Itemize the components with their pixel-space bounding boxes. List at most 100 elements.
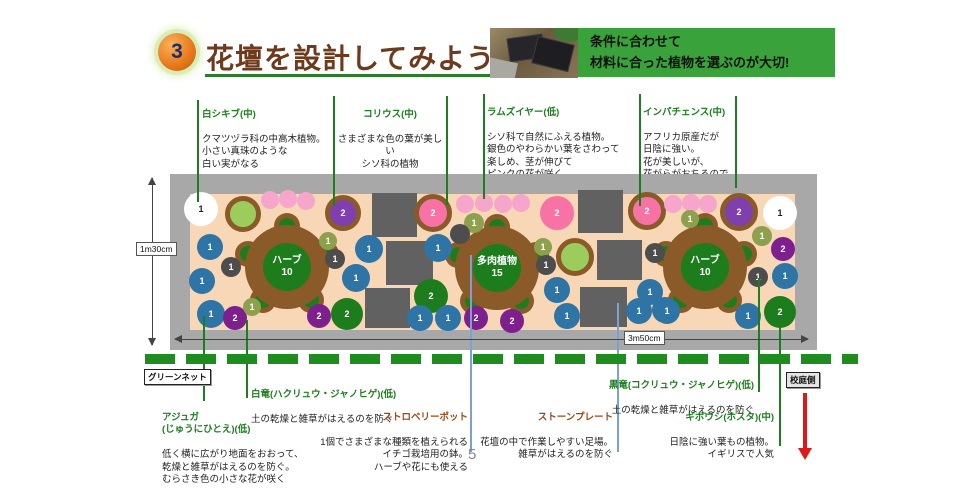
connector-line: [197, 100, 199, 202]
plant-circle-ring_pink: 2: [628, 192, 666, 230]
planter-circle: 多肉植物 15: [455, 226, 539, 310]
width-measure-arrow: [174, 335, 809, 343]
connector-line: [446, 96, 448, 205]
header-note-text: 条件に合わせて 材料に合った植物を選ぶのが大切!: [590, 34, 790, 70]
green-net: [145, 354, 858, 364]
connector-line: [617, 303, 619, 452]
plant-circle-olive: 1: [319, 232, 337, 250]
stone-plate: [597, 240, 642, 280]
annotation-body: 花壇の中で作業しやすい足場。 雑草がはえるのを防ぐ: [480, 436, 613, 461]
plant-circle-purple: 2: [464, 306, 488, 330]
connector-line: [735, 96, 737, 188]
connector-line: [470, 255, 472, 452]
plant-circle-pink_s: [699, 195, 717, 213]
connector-line: [333, 96, 335, 206]
plant-circle-pink_s: [279, 190, 297, 208]
plant-circle-pink_s: [297, 192, 315, 210]
plant-circle-pink_s: [475, 194, 493, 212]
plant-circle-green: 2: [764, 296, 796, 328]
plant-circle-purple: 2: [771, 237, 795, 261]
plant-circle-blue: 1: [342, 264, 370, 292]
annotation-body: さまざまな色の葉が美しい シソ科の植物: [337, 133, 443, 170]
plant-circle-blue: 1: [189, 268, 215, 294]
plant-circle-blue: 1: [626, 298, 652, 324]
plant-circle-olive: 1: [681, 210, 699, 228]
plant-circle-olive: 1: [534, 238, 552, 256]
plant-circle-gray: 1: [536, 255, 556, 275]
annotation-ajuga: アジュガ (じゅうにひとえ)(低) 低く横に広がり地面をおおって、 乾燥と雑草が…: [162, 399, 304, 490]
planter-circle: ハーブ 10: [663, 225, 747, 309]
school-side-label: 校庭側: [786, 372, 820, 388]
plant-circle-olive: 1: [752, 226, 772, 246]
annotation-title: インパチェンス(中): [643, 106, 726, 118]
planter-label: ハーブ 10: [263, 243, 311, 291]
plant-circle-blue: 1: [544, 277, 570, 303]
plant-circle-olive: 1: [464, 213, 484, 233]
plant-circle-gray: 1: [645, 243, 665, 263]
plant-circle-purple: 2: [307, 304, 331, 328]
height-measure-arrow: [148, 177, 156, 346]
connector-line: [758, 278, 760, 392]
plant-circle-pink_s: [261, 191, 279, 209]
stone-plate: [365, 288, 410, 328]
page-title: 花壇を設計してみよう: [206, 43, 496, 74]
green-net-label: グリーンネット: [144, 369, 211, 385]
plant-circle-ring_purple: 2: [720, 193, 758, 231]
photo-foliage-icon: [554, 28, 578, 42]
connector-line: [483, 94, 485, 199]
planter-label: 多肉植物 15: [473, 244, 521, 292]
stone-plate: [372, 193, 417, 237]
plant-circle-ring_green: [225, 196, 261, 232]
annotation-body: 1個でさまざまな種類を植えられる イチゴ栽培用の鉢。 ハーブや花にも使える: [320, 436, 468, 473]
plant-circle-pink_s: [512, 194, 530, 212]
plant-circle-green: 2: [331, 298, 363, 330]
annotation-title: ギボウシ(ホスタ)(中): [685, 411, 774, 423]
annotation-hakuryu: 白竜(ハクリュウ・ジャノヒゲ)(低) 土の乾燥と雑草がはえるのを防ぐ: [251, 376, 396, 439]
annotation-title: ストロベリーポット: [382, 411, 468, 423]
plant-circle-ring_green: [556, 238, 594, 276]
slide-number-badge: 3: [158, 33, 196, 71]
plant-circle-ring_pink: 2: [414, 194, 452, 232]
school-side-arrow-icon: [798, 393, 812, 460]
plant-circle-pink_s: [456, 195, 474, 213]
planter-circle: ハーブ 10: [245, 225, 329, 309]
annotation-hosta: ギボウシ(ホスタ)(中) 日陰に強い葉もの植物。 イギリスで人気: [669, 399, 774, 474]
plant-circle-blue: 1: [197, 300, 225, 328]
annotation-body: 土の乾燥と雑草がはえるのを防ぐ: [611, 404, 754, 416]
annotation-coleus: コリウス(中) さまざまな色の葉が美しい シソ科の植物: [336, 96, 444, 184]
plant-circle-gray: 1: [748, 267, 768, 287]
annotation-kokuryu: 黒竜(コクリュウ・ジャノヒゲ)(低) 土の乾燥と雑草がはえるのを防ぐ: [609, 367, 754, 430]
plant-circle-blue: 1: [197, 234, 223, 260]
bed-height-label: 1m30cm: [136, 242, 177, 256]
connector-line: [779, 326, 781, 446]
annotation-body: クマツヅラ科の中高木植物。 小さい真珠のような 白い実がなる: [202, 133, 326, 170]
page-number: 5: [468, 446, 477, 463]
header-note-panel: 条件に合わせて 材料に合った植物を選ぶのが大切!: [578, 28, 835, 77]
annotation-body: 日陰に強い葉もの植物。 イギリスで人気: [669, 436, 774, 461]
plant-circle-white: 1: [184, 192, 218, 226]
planter-label: ハーブ 10: [681, 243, 729, 291]
plant-circle-olive: 1: [243, 298, 261, 316]
plant-circle-blue: 1: [735, 303, 761, 329]
annotation-title: 黒竜(コクリュウ・ジャノヒゲ)(低): [608, 379, 754, 391]
stone-plate: [580, 287, 627, 327]
plant-circle-blue: 1: [654, 298, 680, 324]
plant-circle-purple: 2: [500, 309, 524, 333]
annotation-body: 低く横に広がり地面をおおって、 乾燥と雑草がはえるのを防ぐ。 むらさき色の小さな…: [162, 449, 304, 486]
plant-circle-pink_s: [494, 195, 512, 213]
plant-circle-blue: 1: [407, 305, 433, 331]
plant-circle-blue: 1: [424, 234, 452, 262]
plant-circle-gray: 1: [325, 249, 345, 269]
connector-line: [639, 94, 641, 206]
plant-circle-pink: 2: [540, 196, 574, 230]
plant-circle-white: 1: [763, 196, 797, 230]
plant-circle-blue: 1: [772, 263, 798, 289]
plant-circle-ring_purple: 2: [325, 195, 361, 231]
annotation-title: ストーンプレート: [537, 411, 613, 423]
bed-width-label: 3m50cm: [624, 331, 665, 345]
garden-photo: [490, 28, 578, 78]
plant-circle-blue: 1: [355, 235, 383, 263]
annotation-shirashikibu: 白シキブ(中) クマツヅラ科の中高木植物。 小さい真珠のような 白い実がなる: [202, 96, 326, 184]
annotation-strawberry-pot: ストロベリーポット 1個でさまざまな種類を植えられる イチゴ栽培用の鉢。 ハーブ…: [320, 399, 468, 487]
